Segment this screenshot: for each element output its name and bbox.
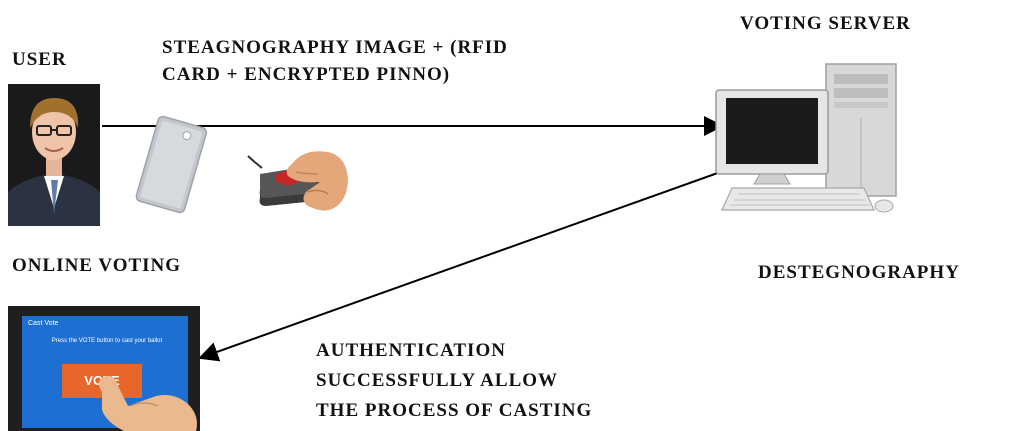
face-shape [32,104,76,160]
authentication-label-line1: AUTHENTICATION [316,340,506,361]
rfid-card-image [135,115,208,214]
tie-shape [51,180,58,214]
voting-screen-image: Cast Vote Press the VOTE button to cast … [8,306,200,431]
arrow-server-to-voting [198,164,741,362]
voting-screen-header: Cast Vote [28,320,59,327]
authentication-label-line3: THE PROCESS OF CASTING [316,400,593,421]
authentication-label-line2: SUCCESSFULLY ALLOW [316,370,559,391]
voting-server-computer-image [715,63,897,213]
user-photo [8,84,100,226]
voting-server-label: VOTING SERVER [740,13,911,34]
user-label: USER [12,49,67,70]
voting-screen-prompt: Press the VOTE button to cast your ballo… [51,338,163,344]
steganography-label-line1: STEAGNOGRAPHY IMAGE + (RFID [162,37,508,58]
fingerprint-scanner-image [247,151,348,211]
hair-shape [30,98,79,128]
online-voting-label: ONLINE VOTING [12,255,182,276]
steganography-label-line2: CARD + ENCRYPTED PINNO) [162,64,451,85]
keyboard-shape [721,187,875,211]
destegnography-label: DESTEGNOGRAPHY [758,262,960,283]
touching-hand [98,375,197,431]
